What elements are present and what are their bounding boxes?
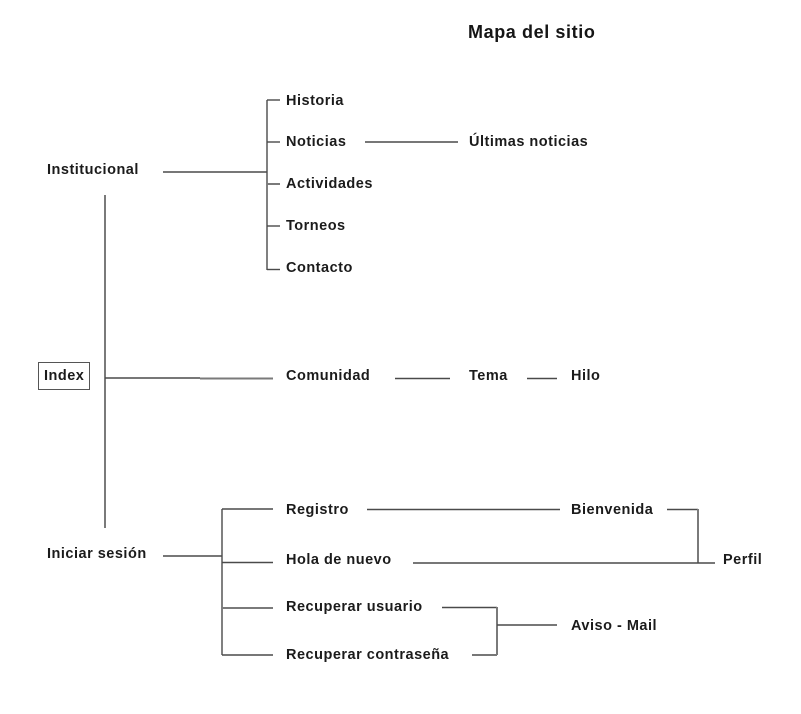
node-institucional: Institucional bbox=[47, 162, 139, 178]
node-hilo: Hilo bbox=[571, 368, 601, 384]
node-index: Index bbox=[38, 362, 91, 390]
node-registro: Registro bbox=[286, 502, 349, 518]
node-iniciar-sesion: Iniciar sesión bbox=[47, 546, 147, 562]
node-noticias: Noticias bbox=[286, 134, 347, 150]
node-hola-de-nuevo: Hola de nuevo bbox=[286, 552, 392, 568]
node-aviso-mail: Aviso - Mail bbox=[571, 618, 658, 634]
node-recuperar-contrasena: Recuperar contraseña bbox=[286, 647, 450, 663]
node-actividades: Actividades bbox=[286, 176, 373, 192]
node-bienvenida: Bienvenida bbox=[571, 502, 654, 518]
node-torneos: Torneos bbox=[286, 218, 346, 234]
node-historia: Historia bbox=[286, 93, 344, 109]
node-contacto: Contacto bbox=[286, 260, 353, 276]
node-ultimas-noticias: Últimas noticias bbox=[469, 134, 589, 150]
node-recuperar-usuario: Recuperar usuario bbox=[286, 599, 423, 615]
page-title: Mapa del sitio bbox=[468, 22, 596, 42]
node-tema: Tema bbox=[469, 368, 508, 384]
node-perfil: Perfil bbox=[723, 552, 763, 568]
node-comunidad: Comunidad bbox=[286, 368, 371, 384]
